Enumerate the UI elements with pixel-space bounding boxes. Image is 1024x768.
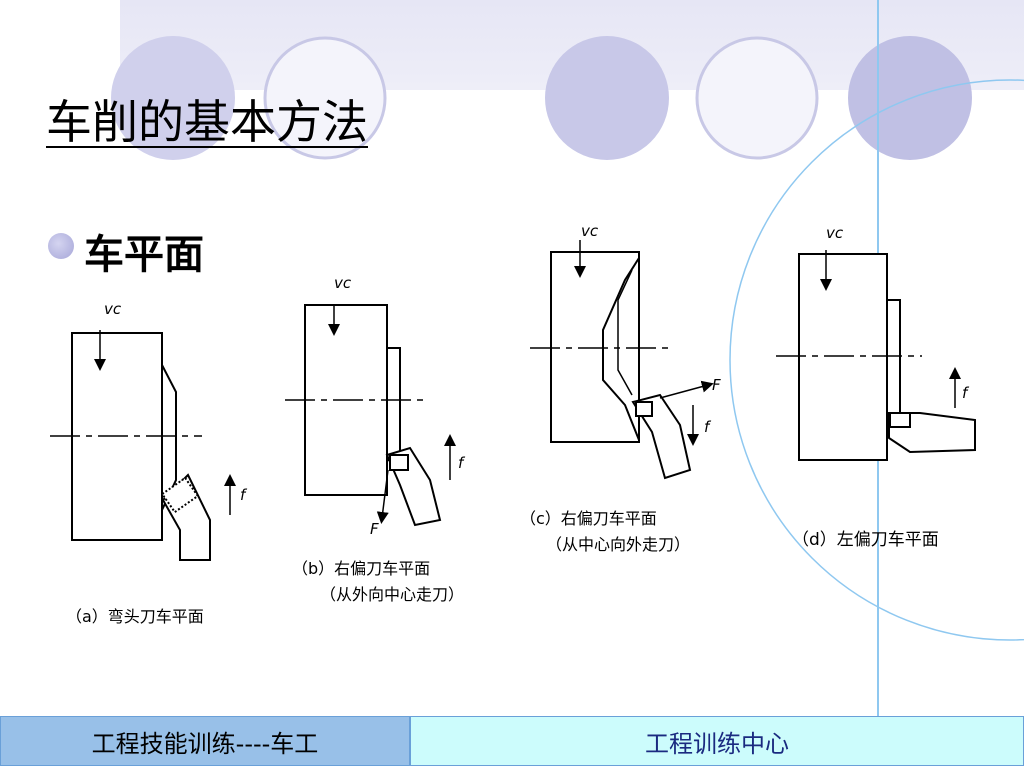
step-d <box>887 299 901 419</box>
feed-label-b: f <box>458 454 466 472</box>
feed-label-d: f <box>962 384 970 402</box>
speed-label-a: vc <box>104 300 122 318</box>
deco-circle-4 <box>695 36 819 160</box>
speed-label-b: vc <box>334 274 352 292</box>
caption-c-line1: （c）右偏刀车平面 <box>520 509 657 528</box>
step-b <box>387 347 401 461</box>
bullet-text: 车平面 <box>84 232 204 278</box>
footer-course-text: 工程技能训练----车工 <box>91 729 319 758</box>
footer-center: 工程训练中心 <box>410 716 1024 766</box>
footer-course: 工程技能训练----车工 <box>0 716 410 766</box>
footer-center-text: 工程训练中心 <box>645 729 789 758</box>
caption-c-line2: （从中心向外走刀） <box>546 535 690 554</box>
bullet-icon <box>48 233 74 259</box>
force-arrow-b <box>376 469 389 524</box>
caption-d: （d）左偏刀车平面 <box>792 530 939 550</box>
deco-arc <box>729 79 1024 641</box>
deco-circle-3 <box>545 36 669 160</box>
feed-label-a: f <box>240 486 248 504</box>
force-label-c: F <box>712 376 721 394</box>
diagram-b <box>285 304 456 527</box>
footer: 工程技能训练----车工 工程训练中心 <box>0 716 1024 768</box>
caption-a: （a）弯头刀车平面 <box>66 607 204 626</box>
deco-circle-1 <box>111 36 235 160</box>
feed-label-c: f <box>704 418 712 436</box>
insert-a <box>160 476 200 514</box>
caption-b-line1: （b）右偏刀车平面 <box>292 559 430 578</box>
force-arrow-c <box>659 380 714 399</box>
insert-b <box>389 454 409 471</box>
caption-b-line2: （从外向中心走刀） <box>320 585 464 604</box>
force-label-b: F <box>370 520 379 538</box>
diagram-c <box>530 240 714 480</box>
insert-d <box>889 412 911 428</box>
insert-c <box>635 401 653 417</box>
speed-label-c: vc <box>581 222 599 240</box>
deco-circle-2 <box>263 36 387 160</box>
page-title: 车削的基本方法 <box>46 95 368 149</box>
workpiece-d <box>798 253 888 461</box>
chip-c-inner <box>617 269 633 396</box>
diagram-d <box>776 250 976 461</box>
turning-diagrams: vc f （a）弯头刀车平面 vc F f （b）右偏刀车平面 （从外向中心走刀… <box>50 222 976 626</box>
speed-label-d: vc <box>826 224 844 242</box>
diagram-a <box>50 330 236 561</box>
chip-c <box>602 257 640 441</box>
